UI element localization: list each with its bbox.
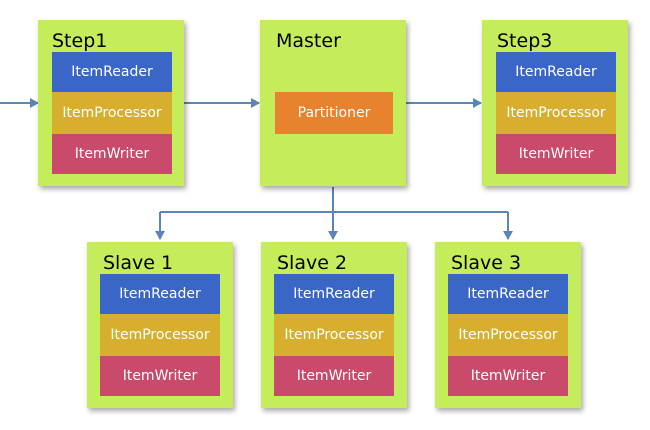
slave1-item-processor: ItemProcessor <box>100 314 220 356</box>
slave3-item-processor: ItemProcessor <box>448 314 568 356</box>
partitioner: Partitioner <box>275 92 393 134</box>
slave3-box: Slave 3 ItemReader ItemProcessor ItemWri… <box>435 242 581 408</box>
step3-title: Step3 <box>497 30 553 52</box>
slave2-item-reader: ItemReader <box>274 274 394 314</box>
step1-title: Step1 <box>52 30 108 52</box>
slave3-item-writer: ItemWriter <box>448 356 568 396</box>
master-box: Master Partitioner <box>260 20 406 186</box>
step1-item-reader: ItemReader <box>52 52 172 92</box>
slave2-item-writer: ItemWriter <box>274 356 394 396</box>
master-title: Master <box>276 30 341 52</box>
step3-item-processor: ItemProcessor <box>496 92 616 134</box>
slave2-item-processor: ItemProcessor <box>274 314 394 356</box>
slave1-title: Slave 1 <box>103 252 174 274</box>
slave3-item-reader: ItemReader <box>448 274 568 314</box>
slave3-title: Slave 3 <box>451 252 522 274</box>
slave2-title: Slave 2 <box>277 252 348 274</box>
step1-item-writer: ItemWriter <box>52 134 172 174</box>
slave1-item-writer: ItemWriter <box>100 356 220 396</box>
slave1-box: Slave 1 ItemReader ItemProcessor ItemWri… <box>87 242 233 408</box>
step3-item-reader: ItemReader <box>496 52 616 92</box>
step1-item-processor: ItemProcessor <box>52 92 172 134</box>
step3-item-writer: ItemWriter <box>496 134 616 174</box>
slave2-box: Slave 2 ItemReader ItemProcessor ItemWri… <box>261 242 407 408</box>
slave1-item-reader: ItemReader <box>100 274 220 314</box>
step3-box: Step3 ItemReader ItemProcessor ItemWrite… <box>482 20 628 186</box>
step1-box: Step1 ItemReader ItemProcessor ItemWrite… <box>38 20 184 186</box>
